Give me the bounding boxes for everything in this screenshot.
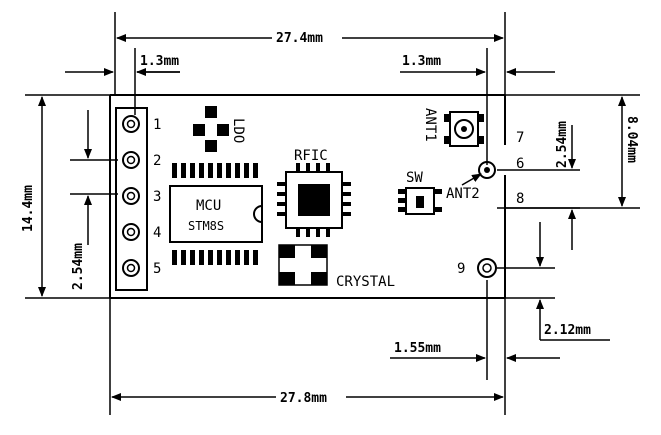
mcu-pin (199, 250, 204, 265)
rfic-pin (343, 212, 351, 216)
mcu-pin (199, 163, 204, 178)
dim-bottom-width: 27.8mm (280, 391, 327, 406)
mcu-pin (190, 250, 195, 265)
rfic-pin (343, 182, 351, 186)
board-outline (109, 94, 506, 299)
ant2-pad (461, 161, 496, 186)
rfic-pin (343, 202, 351, 206)
pin-label-1: 1 (153, 117, 161, 133)
rfic-pin (296, 163, 300, 171)
mcu-pin (226, 163, 231, 178)
pin-label-9: 9 (457, 261, 465, 277)
pin-label-8: 8 (516, 191, 524, 207)
pin-label-7: 7 (516, 130, 524, 146)
mcu-chip (169, 185, 263, 243)
rfic-pin (326, 163, 330, 171)
dim-right-offset: 1.3mm (402, 54, 441, 69)
mcu-pin (226, 250, 231, 265)
mcu-pin (235, 250, 240, 265)
rfic-pin (316, 229, 320, 237)
mcu-pin (181, 250, 186, 265)
ldo-label: LDO (230, 118, 246, 143)
rfic-pin (277, 212, 285, 216)
extension-lines (25, 12, 640, 415)
dim-pin9-offset-y: 2.12mm (544, 323, 591, 338)
mcu-pin (217, 250, 222, 265)
mcu-pin (244, 250, 249, 265)
mcu-pin (253, 250, 258, 265)
rfic-pin (306, 229, 310, 237)
dimension-arrows (38, 34, 626, 401)
mcu-pin (235, 163, 240, 178)
pin-label-6: 6 (516, 156, 524, 172)
mcu-pin (181, 163, 186, 178)
dim-pin9-offset-x: 1.55mm (394, 341, 441, 356)
mcu-pin (208, 163, 213, 178)
dim-right-height: 8.04mm (624, 116, 639, 163)
dim-top-width: 27.4mm (276, 31, 323, 46)
pin9-pad (477, 258, 497, 278)
ant1-label: ANT1 (422, 108, 438, 142)
rfic-pin (277, 182, 285, 186)
ldo-chip (193, 106, 229, 152)
mcu-label: MCU (196, 198, 221, 214)
rfic-pin (277, 192, 285, 196)
rfic-label: RFIC (294, 148, 328, 164)
dim-height: 14.4mm (21, 185, 36, 232)
mcu-pin (217, 163, 222, 178)
sw-chip (398, 187, 442, 215)
rfic-pin (326, 229, 330, 237)
mcu-pin (253, 163, 258, 178)
mcu-pin (172, 250, 177, 265)
crystal-label: CRYSTAL (336, 274, 395, 290)
left-pin-header (115, 107, 148, 291)
mcu-pin (190, 163, 195, 178)
rfic-pin (343, 192, 351, 196)
dim-pin-pitch-right: 2.54mm (555, 121, 570, 168)
mcu-pin (244, 163, 249, 178)
sw-label: SW (406, 170, 423, 186)
pin-label-4: 4 (153, 225, 161, 241)
rfic-pin (277, 202, 285, 206)
pin-label-5: 5 (153, 261, 161, 277)
dim-pin-pitch-left: 2.54mm (71, 243, 86, 290)
rfic-pin (306, 163, 310, 171)
pin-label-2: 2 (153, 153, 161, 169)
mcu-part-label: STM8S (188, 219, 224, 233)
mcu-pin (172, 163, 177, 178)
rfic-chip (285, 171, 343, 229)
ant1-connector (444, 111, 484, 147)
dim-left-offset: 1.3mm (140, 54, 179, 69)
rfic-pin (296, 229, 300, 237)
ant2-label: ANT2 (446, 186, 480, 202)
mcu-pin (208, 250, 213, 265)
crystal-component (278, 244, 328, 286)
pin-label-3: 3 (153, 189, 161, 205)
rfic-pin (316, 163, 320, 171)
